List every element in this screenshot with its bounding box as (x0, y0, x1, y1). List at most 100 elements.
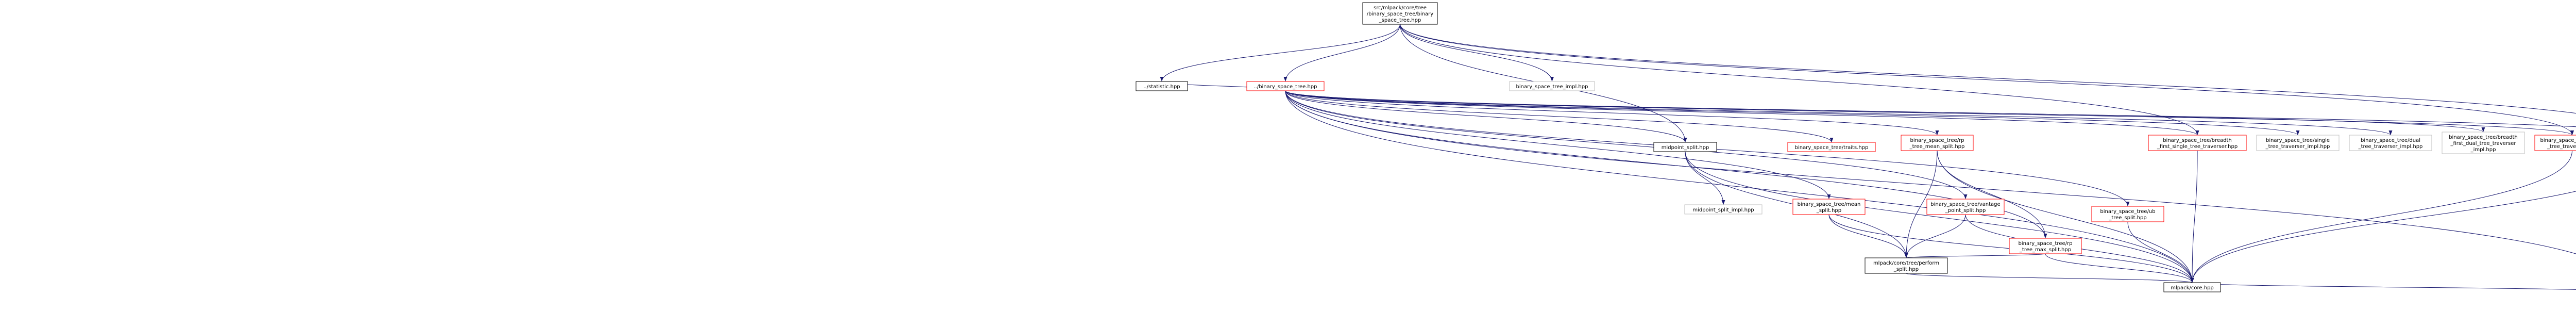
file-node-label: binary_space_tree/vantage (1930, 202, 2000, 207)
include-edge-single_traverser-to-core (2190, 150, 2572, 283)
file-node-box (1362, 2, 1438, 25)
include-edge-midpoint_split-to-core (1685, 151, 2194, 283)
include-edge-bst_hpp-to-bounds (1285, 90, 2576, 254)
file-node-box (1246, 81, 1325, 91)
file-node-label: _split.hpp (1893, 267, 1919, 272)
file-node-box (2163, 282, 2221, 292)
include-edge-bst_hpp-to-breadth_single (1285, 90, 2199, 136)
file-node-box (2349, 135, 2432, 151)
file-node-label: _split.hpp (1816, 208, 1841, 214)
file-node-box (2009, 238, 2082, 254)
file-node-label: _first_dual_tree_traverser (2450, 141, 2516, 146)
file-node-label: src/mlpack/core/tree (1374, 5, 1427, 11)
file-node-midpoint_split_impl[interactable]: midpoint_split_impl.hpp (1684, 204, 1762, 215)
include-edge-ub_split-to-core (2127, 221, 2194, 283)
file-node-label: mlpack/core.hpp (2171, 285, 2214, 291)
include-edge-rp_max_split-to-perform_split (1905, 253, 2046, 258)
file-node-label: _tree_split.hpp (2108, 215, 2146, 221)
file-node-label: binary_space_tree/mean (1798, 202, 1861, 207)
include-edge-rp_max_split-to-core (2045, 253, 2194, 283)
include-edge-bst_hpp-to-mean_split (1285, 90, 1831, 200)
include-edge-bst_hpp-to-dual_traverser (1285, 90, 2576, 127)
file-node-label: ../binary_space_tree.hpp (1253, 84, 1317, 90)
include-edge-root-to-bst_impl (1400, 24, 1554, 82)
include-edge-bst_hpp-to-vantage_split (1285, 90, 1968, 200)
file-node-root[interactable]: src/mlpack/core/tree/binary_space_tree/b… (1362, 2, 1438, 25)
include-edge-root-to-bst_hpp (1283, 24, 1400, 82)
include-edge-rp_mean_split-to-core (1937, 150, 2194, 283)
file-node-box (1136, 81, 1188, 91)
file-node-label: _tree_traverser_impl.hpp (2358, 144, 2423, 150)
node-layer: src/mlpack/core/tree/binary_space_tree/b… (1136, 2, 2576, 292)
file-node-box (2148, 135, 2247, 151)
file-node-rp_max_split[interactable]: binary_space_tree/rp_tree_max_split.hpp (2009, 238, 2082, 254)
file-node-box (2091, 206, 2164, 222)
file-node-single_impl[interactable]: binary_space_tree/single_tree_traverser_… (2256, 135, 2340, 151)
file-node-box (1787, 142, 1876, 152)
file-node-dual_impl[interactable]: binary_space_tree/dual_tree_traverser_im… (2349, 135, 2432, 151)
file-node-mean_split[interactable]: binary_space_tree/mean_split.hpp (1792, 199, 1866, 215)
file-node-box (2534, 135, 2576, 151)
file-node-ub_split[interactable]: binary_space_tree/ub_tree_split.hpp (2091, 206, 2164, 222)
file-node-label: binary_space_tree/rp (2019, 241, 2073, 247)
include-edge-bounds-to-core (2191, 282, 2576, 290)
file-node-traits[interactable]: binary_space_tree/traits.hpp (1787, 142, 1876, 152)
file-node-label: binary_space_tree/breadth (2449, 135, 2518, 140)
file-node-vantage_split[interactable]: binary_space_tree/vantage_point_split.hp… (1926, 199, 2005, 215)
file-node-label: binary_space_tree/dual (2361, 138, 2420, 143)
file-node-label: binary_space_tree/breadth (2163, 138, 2232, 143)
file-node-label: ../statistic.hpp (1143, 84, 1180, 90)
file-node-label: _impl.hpp (2470, 147, 2496, 153)
file-node-label: _tree_traverser_impl.hpp (2265, 144, 2330, 150)
file-node-label: _tree_traverser.hpp (2547, 144, 2576, 150)
file-node-breadth_dual_impl[interactable]: binary_space_tree/breadth_first_dual_tre… (2442, 132, 2525, 154)
file-node-box (2256, 135, 2340, 151)
file-node-box (1653, 142, 1717, 152)
file-node-box (1792, 199, 1866, 215)
file-node-label: midpoint_split.hpp (1662, 145, 1709, 151)
file-node-bst_impl[interactable]: binary_space_tree_impl.hpp (1509, 81, 1595, 91)
file-node-label: /binary_space_tree/binary (1367, 11, 1434, 17)
file-node-box (1684, 204, 1762, 215)
file-node-label: binary_space_tree/ub (2100, 209, 2155, 215)
include-edge-midpoint_split-to-midpoint_split_impl (1685, 151, 1725, 205)
include-edge-vantage_split-to-perform_split (1904, 214, 1966, 258)
include-edge-bst_hpp-to-core (1285, 90, 2194, 283)
file-node-rp_mean_split[interactable]: binary_space_tree/rp_tree_mean_split.hpp (1901, 135, 1974, 151)
file-node-label: _first_single_tree_traverser.hpp (2157, 144, 2238, 150)
include-edge-mean_split-to-perform_split (1828, 214, 1908, 258)
include-edge-bst_hpp-to-dual_impl (1285, 90, 2393, 136)
file-node-label: _space_tree.hpp (1379, 18, 1421, 23)
file-node-midpoint_split[interactable]: midpoint_split.hpp (1653, 142, 1717, 152)
file-node-box (1926, 199, 2005, 215)
file-node-label: binary_space_tree/single (2266, 138, 2330, 143)
include-edge-breadth_single-to-core (2190, 150, 2198, 283)
file-node-box (1901, 135, 1974, 151)
include-edge-bst_hpp-to-rp_mean_split (1285, 90, 1939, 136)
file-node-core[interactable]: mlpack/core.hpp (2163, 282, 2221, 292)
edge-layer (1160, 24, 2576, 290)
file-node-single_traverser[interactable]: binary_space_tree/single_tree_traverser.… (2534, 135, 2576, 151)
file-node-label: binary_space_tree_impl.hpp (1516, 84, 1588, 90)
file-node-label: _point_split.hpp (1945, 208, 1986, 214)
file-node-label: binary_space_tree/single (2540, 138, 2576, 143)
include-edge-rp_mean_split-to-rp_max_split (1937, 150, 2047, 239)
file-node-label: binary_space_tree/rp (1910, 138, 1964, 143)
file-node-perform_split[interactable]: mlpack/core/tree/perform_split.hpp (1865, 257, 1948, 274)
file-node-box (2442, 132, 2525, 154)
include-edge-rp_mean_split-to-perform_split (1904, 150, 1938, 258)
file-node-label: midpoint_split_impl.hpp (1692, 207, 1754, 213)
include-edge-bst_hpp-to-single_traverser (1285, 90, 2574, 136)
include-edge-bst_hpp-to-single_impl (1285, 90, 2300, 136)
file-node-label: mlpack/core/tree/perform (1873, 260, 1939, 266)
include-edge-bst_hpp-to-midpoint_split (1285, 90, 1687, 143)
file-node-box (1865, 257, 1948, 274)
file-node-statistic[interactable]: ../statistic.hpp (1136, 81, 1188, 91)
include-edge-root-to-single_traverser (1400, 24, 2574, 136)
file-node-box (1509, 81, 1595, 91)
include-edge-dual_traverser-to-core (2190, 191, 2576, 283)
file-node-bst_hpp[interactable]: ../binary_space_tree.hpp (1246, 81, 1325, 91)
file-node-breadth_single[interactable]: binary_space_tree/breadth_first_single_t… (2148, 135, 2247, 151)
include-edge-bst_hpp-to-traits (1285, 90, 1834, 143)
